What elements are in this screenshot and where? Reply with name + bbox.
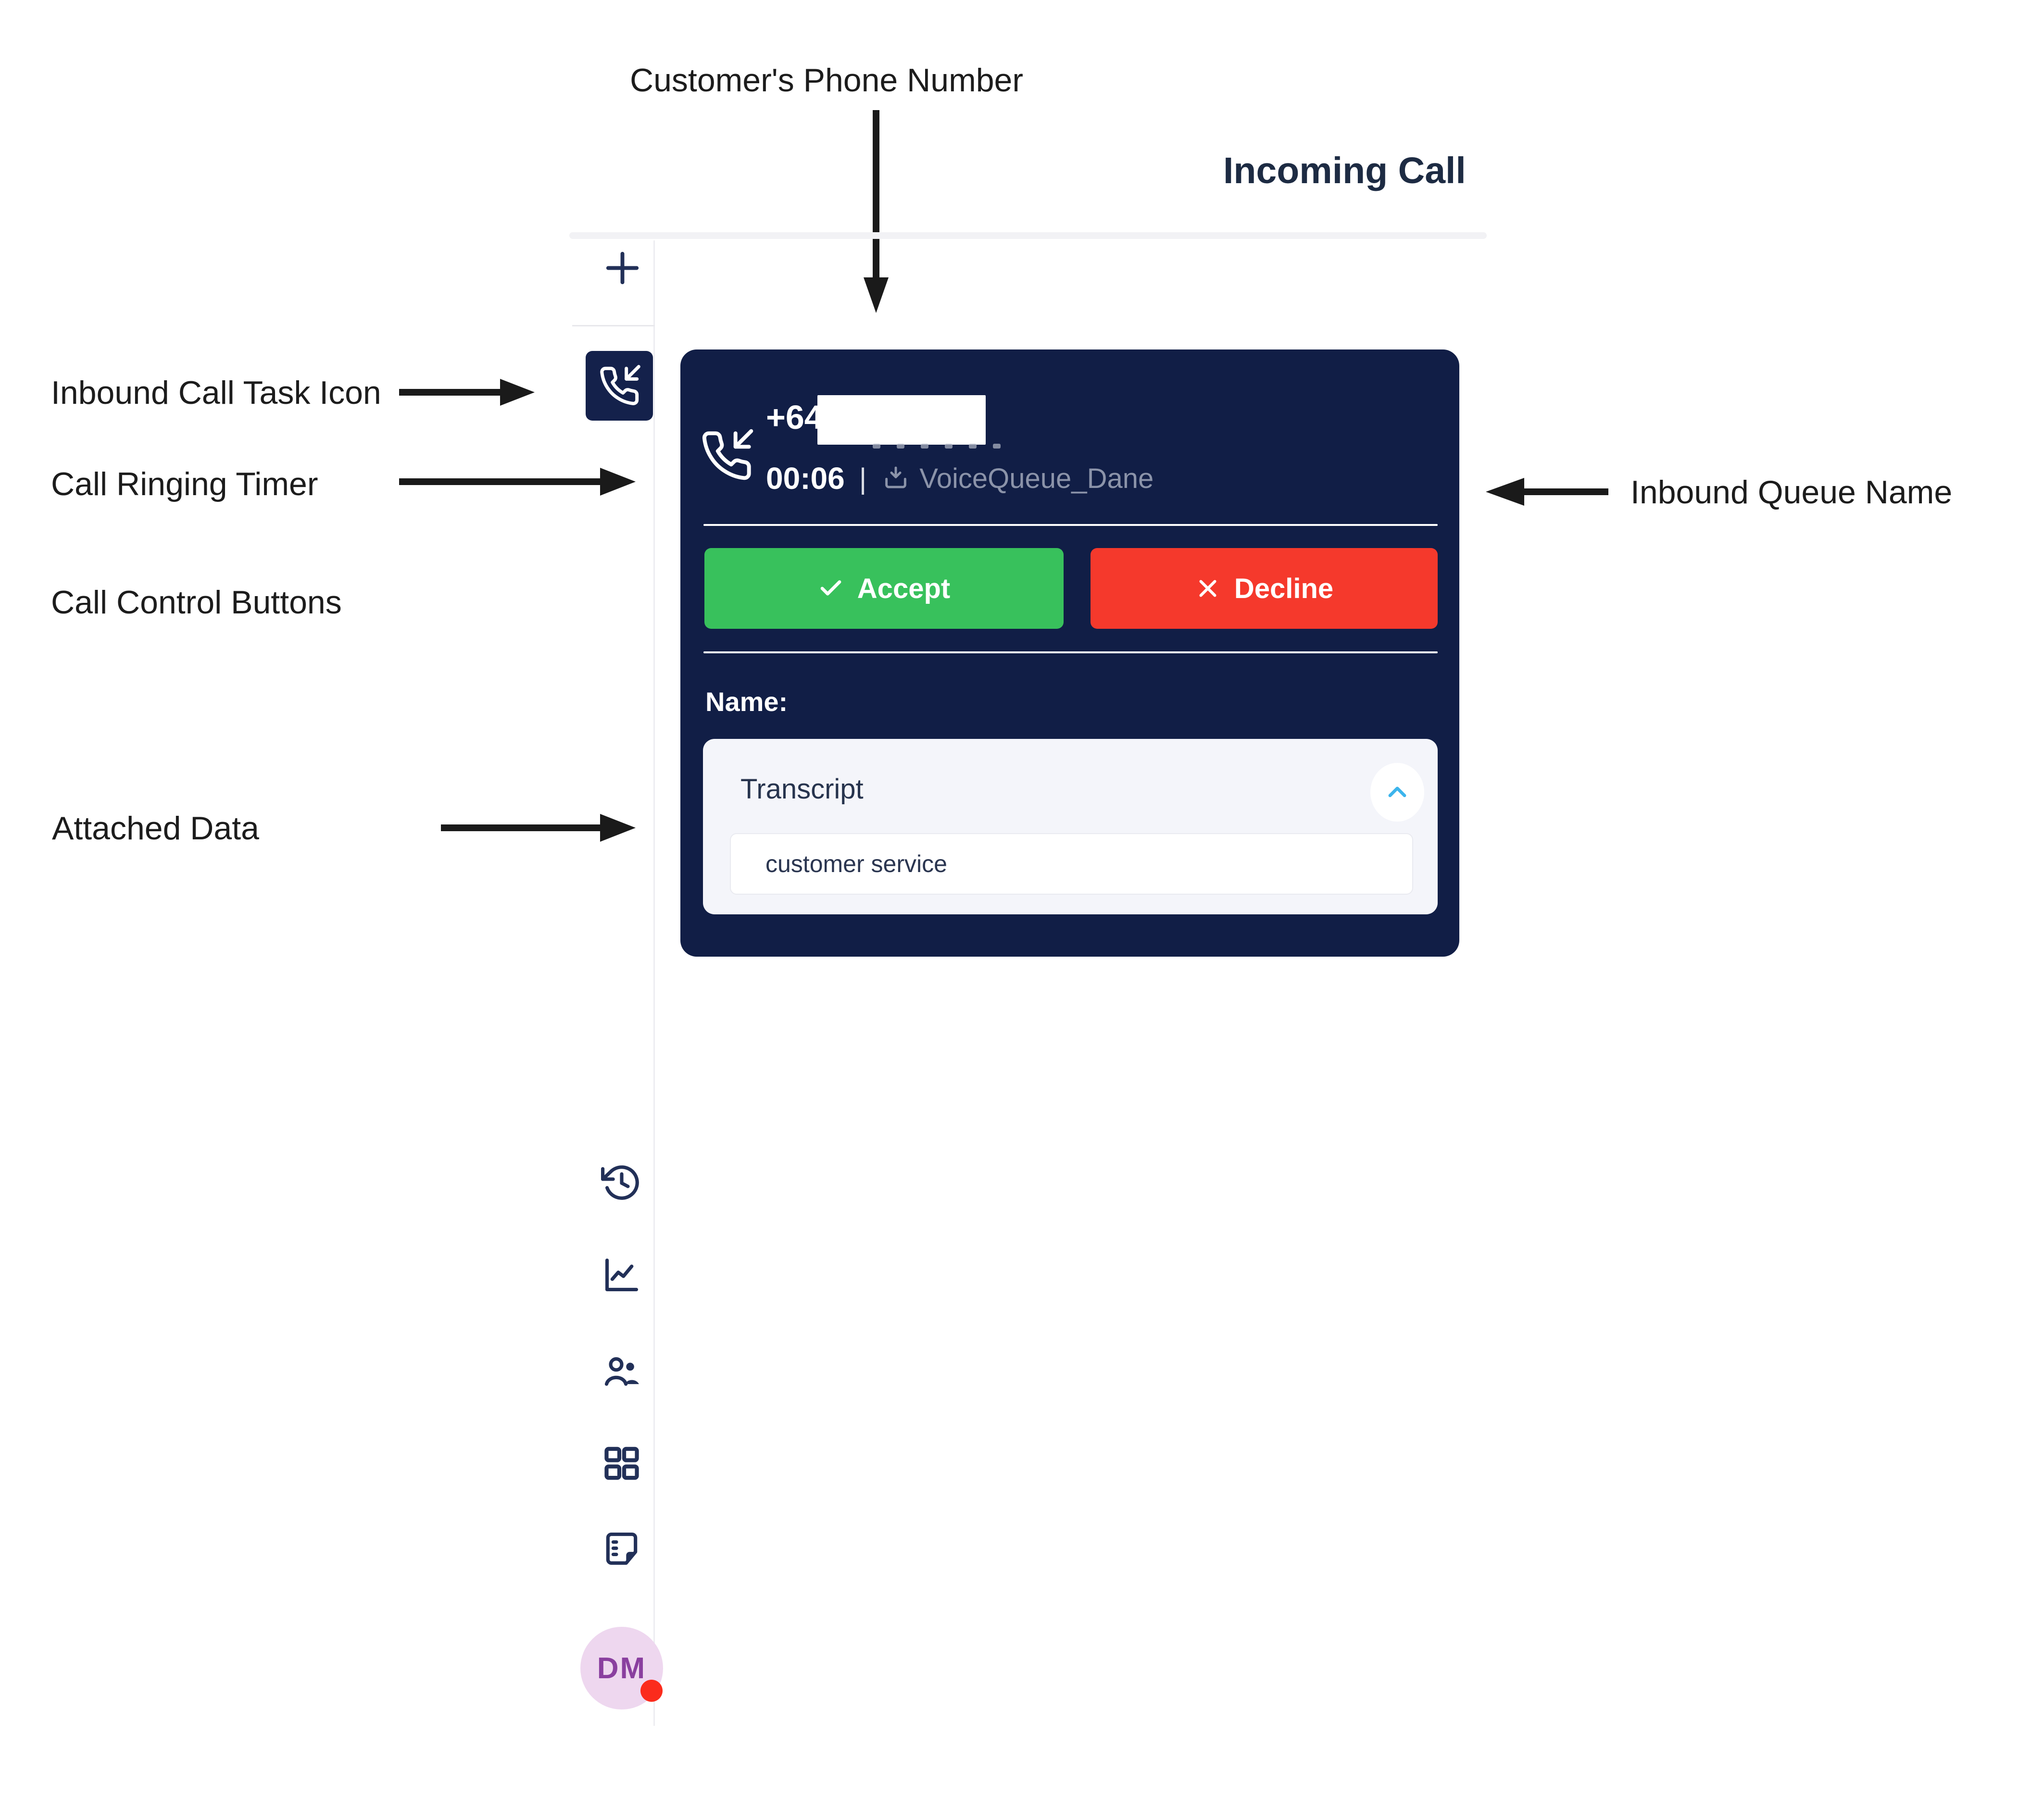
customer-phone-annotation: Customer's Phone Number [630,62,1023,99]
arrow-left-inbound-queue [1486,478,1608,506]
apps-grid-icon[interactable] [601,1443,642,1484]
sidebar-section-divider [572,325,655,326]
presence-status-dot [640,1680,663,1702]
check-icon [820,580,841,596]
arrow-down-customer-phone [864,110,889,313]
decline-button[interactable]: Decline [1091,548,1438,629]
attached-data-title: Transcript [740,774,864,805]
phone-number-redaction-marks [873,444,1001,449]
chevron-up-icon [1388,786,1406,798]
name-label: Name: [705,686,788,717]
attached-data-value: customer service [765,850,947,877]
inbound-queue-name: VoiceQueue_Dane [919,462,1154,494]
arrow-right-attached-data [441,814,636,842]
call-info-row: 00:06 | VoiceQueue_Dane [766,459,1154,498]
attached-data-panel: Transcript customer service [703,739,1438,914]
inbound-task-annotation: Inbound Call Task Icon [51,374,381,411]
arrow-right-inbound-task [399,379,535,406]
accept-label: Accept [857,573,951,604]
card-divider-bottom [703,651,1438,653]
notes-icon[interactable] [601,1528,642,1570]
queue-icon [885,466,907,488]
incoming-call-title: Incoming Call [1223,150,1466,191]
attached-data-field: customer service [730,833,1413,895]
ringing-timer-annotation: Call Ringing Timer [51,466,318,502]
avatar-initials: DM [597,1651,647,1685]
add-task-icon[interactable] [600,245,645,291]
inbound-queue-annotation: Inbound Queue Name [1630,474,1953,511]
card-divider-top [703,524,1438,526]
x-icon [1199,580,1216,597]
analytics-icon[interactable] [601,1254,642,1296]
separator: | [859,462,867,495]
header-divider [569,232,1487,239]
collapse-toggle[interactable] [1370,763,1424,822]
call-ringing-timer: 00:06 [766,461,845,496]
attached-data-annotation: Attached Data [52,810,259,847]
inbound-call-icon [702,429,753,480]
customer-phone-number: +64 [766,399,823,436]
agents-icon[interactable] [601,1351,642,1393]
arrow-right-ringing-timer [399,468,636,496]
history-icon[interactable] [601,1162,642,1203]
incoming-call-card: +64 00:06 | VoiceQueue_Dane Accept [680,349,1459,957]
call-controls-annotation: Call Control Buttons [51,584,342,621]
accept-button[interactable]: Accept [704,548,1064,629]
decline-label: Decline [1234,573,1334,604]
phone-number-redaction [817,395,986,445]
inbound-call-task-icon[interactable] [586,351,653,421]
sidebar-divider-line [653,240,655,1726]
